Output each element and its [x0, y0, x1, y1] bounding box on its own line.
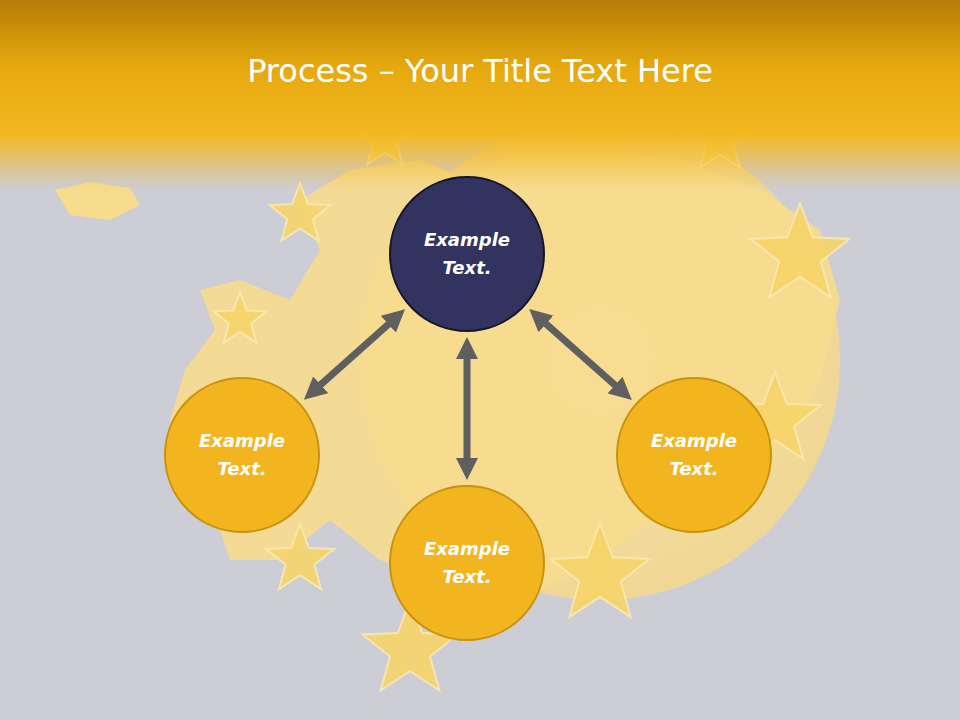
circle-label: Example Text.: [644, 427, 744, 483]
star: [551, 523, 650, 617]
double-arrow: [311, 315, 399, 393]
process-circle: Example Text.: [389, 485, 545, 641]
circle-label: Example Text.: [417, 226, 517, 282]
star: [270, 183, 331, 241]
circle-label: Example Text.: [417, 535, 517, 591]
star: [213, 292, 266, 343]
star-ring: [213, 106, 849, 691]
double-arrow: [464, 346, 471, 471]
process-circle: Example Text.: [616, 377, 772, 533]
star: [751, 203, 850, 297]
slide-title: Process – Your Title Text Here: [0, 52, 960, 90]
circle-label: Example Text.: [192, 427, 292, 483]
title-band: [0, 0, 960, 190]
star: [266, 524, 334, 589]
double-arrow: [536, 315, 625, 394]
process-circle: Example Text.: [389, 176, 545, 332]
process-circle: Example Text.: [164, 377, 320, 533]
